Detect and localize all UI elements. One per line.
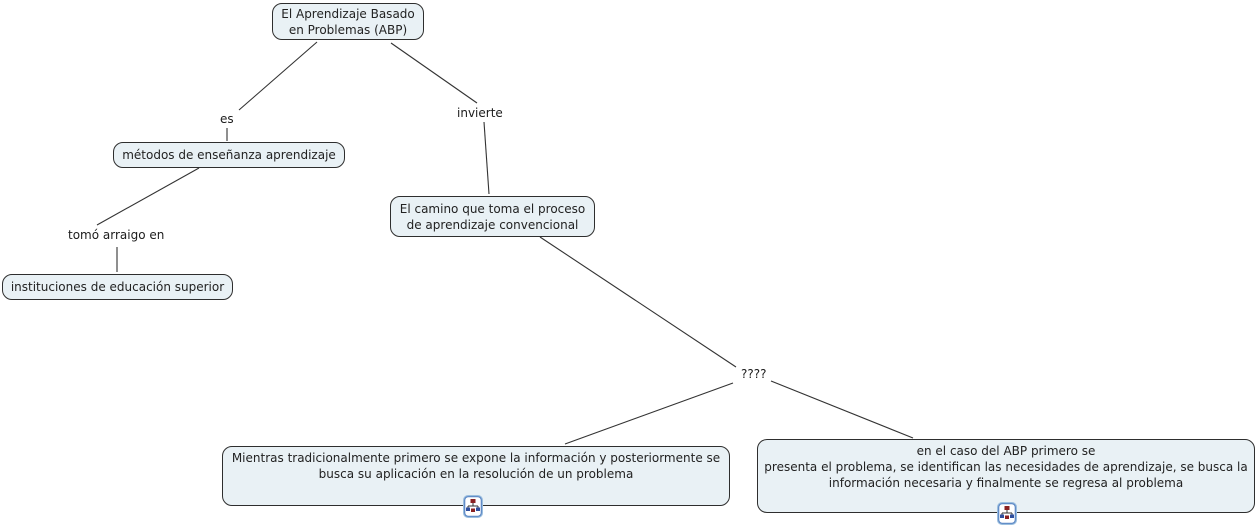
concept-node-instituciones[interactable]: instituciones de educación superior (2, 274, 233, 300)
concept-node-camino[interactable]: El camino que toma el proceso de aprendi… (390, 196, 595, 237)
concept-node-abp-label: El Aprendizaje Basado en Problemas (ABP) (281, 6, 415, 37)
connector-invierte-camino (483, 121, 490, 195)
cmap-resource-icon[interactable] (997, 501, 1017, 525)
linking-phrase-tomo-arraigo[interactable]: tomó arraigo en (68, 228, 164, 242)
connector-abp-invierte (390, 42, 478, 104)
connector-unknown-caso (770, 380, 914, 439)
concept-node-metodos[interactable]: métodos de enseñanza aprendizaje (113, 142, 345, 168)
concept-node-camino-label: El camino que toma el proceso de aprendi… (399, 201, 586, 232)
connector-camino-unknown (539, 236, 737, 368)
linking-phrase-invierte[interactable]: invierte (457, 106, 503, 120)
linking-phrase-invierte-label: invierte (457, 106, 503, 120)
linking-phrase-tomo-arraigo-label: tomó arraigo en (68, 228, 165, 242)
cmap-resource-icon[interactable] (463, 494, 483, 518)
concept-node-abp[interactable]: El Aprendizaje Basado en Problemas (ABP) (272, 3, 424, 40)
concept-node-instituciones-label: instituciones de educación superior (10, 280, 225, 294)
linking-phrase-unknown[interactable]: ???? (741, 367, 766, 381)
concept-node-caso-abp-label: en el caso del ABP primero se presenta e… (764, 444, 1248, 490)
connector-unknown-tradicional (564, 382, 734, 445)
connector-abp-es (238, 41, 318, 111)
concept-node-metodos-label: métodos de enseñanza aprendizaje (122, 148, 336, 162)
linking-phrase-es[interactable]: es (220, 112, 234, 126)
concept-node-tradicional-label: Mientras tradicionalmente primero se exp… (231, 451, 721, 481)
linking-phrase-unknown-label: ???? (741, 367, 767, 381)
linking-phrase-es-label: es (220, 112, 234, 126)
connector-metodos-tomo (96, 167, 200, 226)
